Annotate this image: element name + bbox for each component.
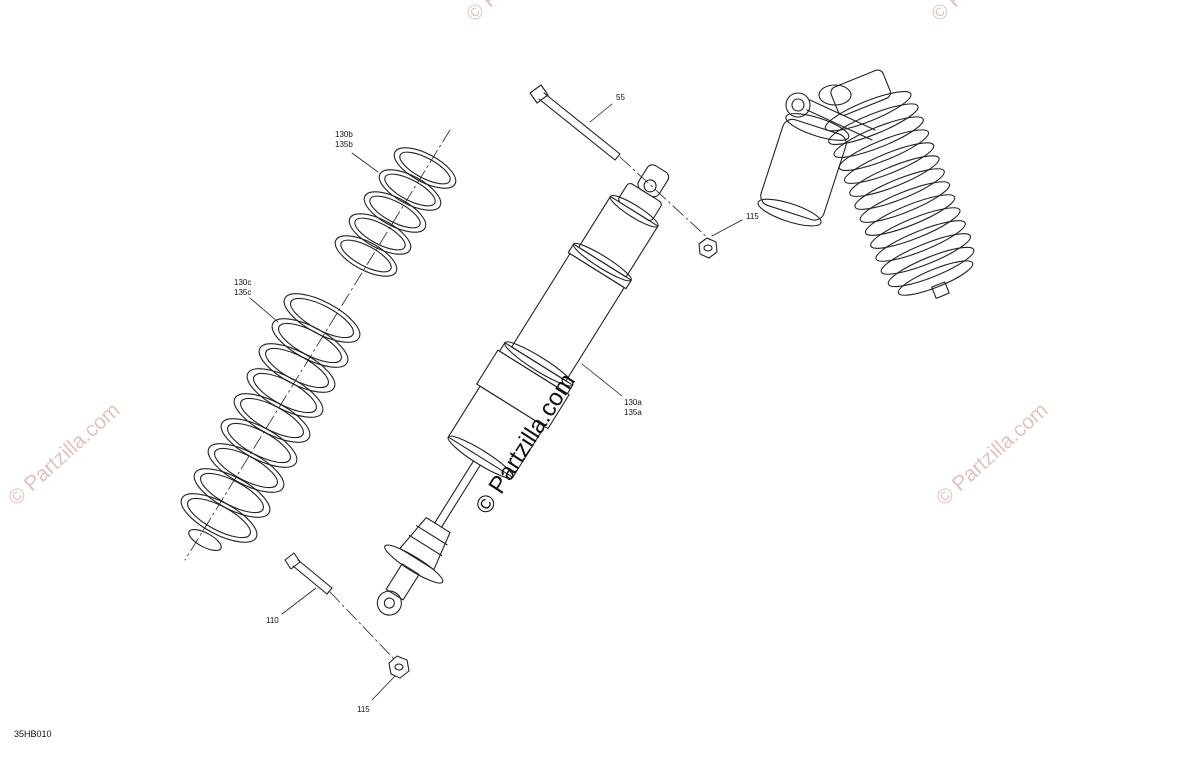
assembled-shock [757, 69, 975, 299]
bolt-55 [529, 84, 621, 161]
diagram-code: 35HB010 [14, 729, 52, 739]
callout-135c: 135c [234, 288, 252, 297]
upper-coil-spring [334, 147, 457, 277]
callout-130c: 130c [234, 278, 252, 287]
callout-135b: 135b [335, 140, 353, 149]
callout-135a: 135a [624, 408, 642, 417]
callout-115-bottom: 115 [357, 705, 370, 714]
shock-absorber [376, 164, 670, 616]
spring-centerline [184, 129, 451, 561]
nut-115-bottom [388, 655, 410, 679]
bolt-110 [284, 552, 333, 595]
nut-115-top [698, 237, 718, 259]
callout-130a: 130a [624, 398, 642, 407]
lower-coil-spring [180, 293, 361, 552]
callout-130b: 130b [335, 130, 353, 139]
callout-115-top: 115 [746, 212, 759, 221]
callout-55: 55 [616, 93, 625, 102]
callout-110: 110 [266, 616, 279, 625]
